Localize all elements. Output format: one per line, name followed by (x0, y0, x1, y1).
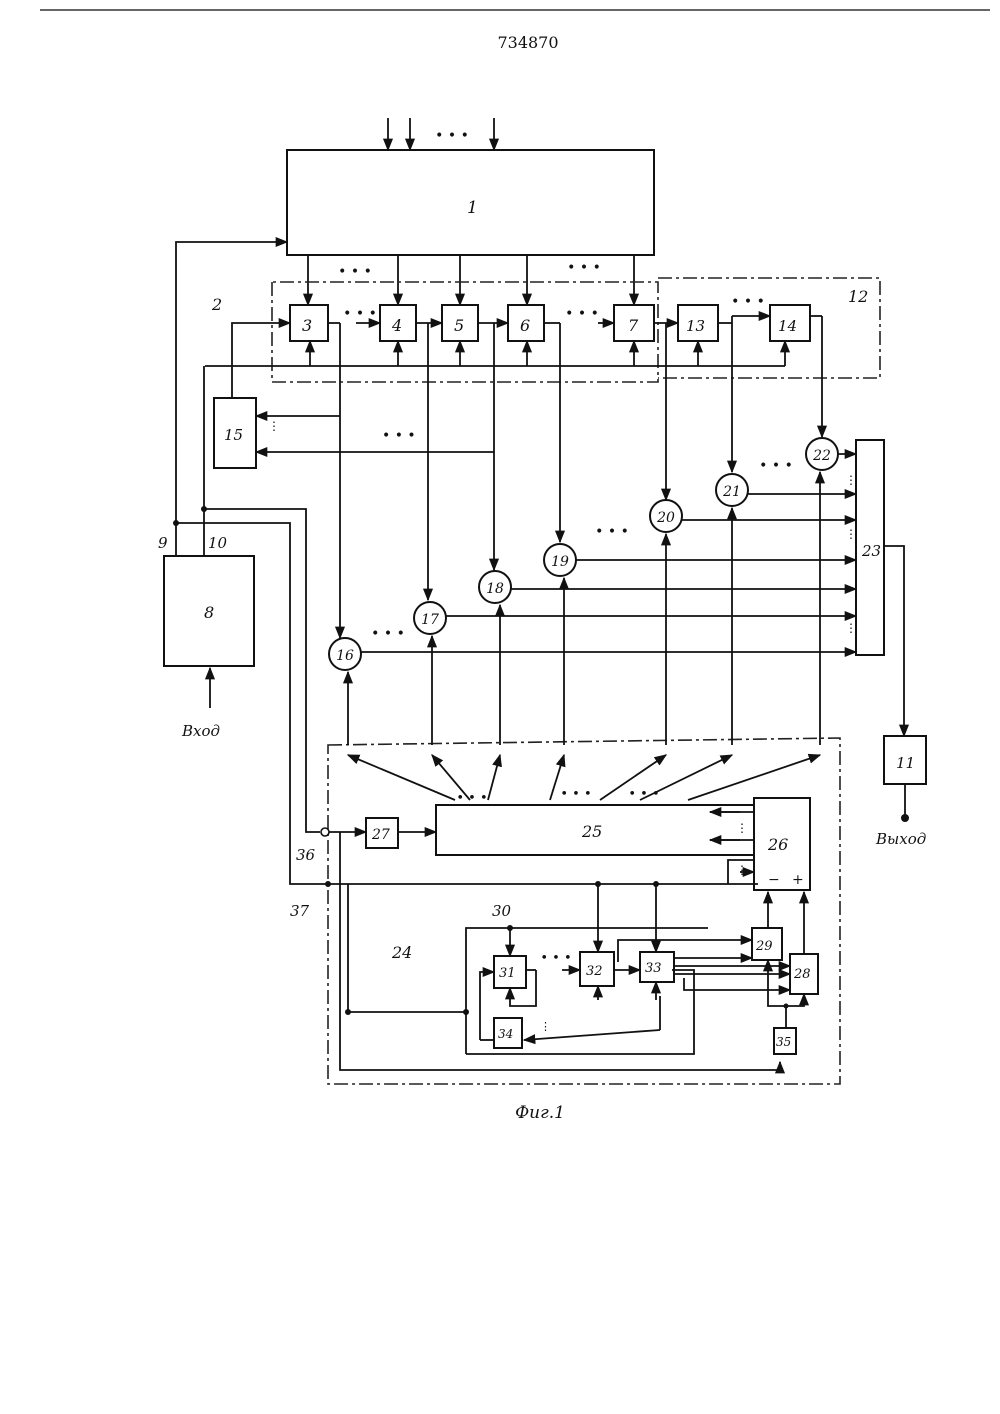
block-1-label: 1 (467, 198, 478, 218)
input-label: Вход (181, 722, 220, 740)
output-terminal (901, 814, 909, 822)
ellipsis-row-a: • • • (343, 306, 377, 322)
label-24: 24 (391, 943, 412, 962)
ellipsis-b23-b: ⋮ (845, 527, 857, 541)
output-label: Выход (875, 830, 926, 848)
ellipsis-top-inputs: • • • (435, 128, 469, 144)
ellipsis-31-32: • • • (540, 951, 571, 966)
circle-19-label: 19 (551, 554, 569, 570)
circle-18-label: 18 (486, 581, 504, 597)
block-6-label: 6 (520, 316, 530, 335)
ellipsis-34-v: ⋮ (540, 1020, 551, 1033)
block-8-label: 8 (204, 603, 214, 622)
circle-20-label: 20 (656, 510, 675, 526)
block-8-outputs (173, 242, 758, 884)
block-15-label: 15 (224, 426, 243, 444)
block-1-outputs: • • • • • • (308, 255, 634, 305)
ellipsis-circles-b: • • • (595, 524, 629, 540)
block-13-label: 13 (686, 317, 705, 335)
block-34-label: 34 (498, 1027, 513, 1041)
ellipsis-b23-c: ⋮ (845, 473, 857, 487)
node-36 (321, 828, 329, 836)
group-24-to-comparators (348, 472, 820, 800)
label-9: 9 (158, 534, 168, 552)
block-27-label: 27 (371, 827, 390, 843)
block-4-label: 4 (391, 316, 402, 335)
ellipsis-b23-a: ⋮ (845, 621, 857, 635)
block-14-label: 14 (778, 317, 797, 335)
block-11-label: 11 (896, 754, 915, 772)
ellipsis-block15-v: ⋮ (268, 419, 280, 433)
block-3-label: 3 (302, 316, 312, 335)
block-32-label: 32 (586, 964, 603, 979)
block-7-label: 7 (628, 316, 639, 335)
sign-plus: + (792, 872, 804, 888)
block-35-label: 35 (776, 1035, 791, 1049)
label-37: 37 (290, 902, 310, 920)
block-28-label: 28 (793, 967, 811, 982)
ellipsis-row-b: • • • (565, 306, 599, 322)
block-29-label: 29 (755, 939, 773, 954)
block-31-label: 31 (499, 966, 516, 981)
ellipsis-block1-a: • • • (338, 264, 372, 280)
block-26-wires: ⋮ ⋮ (710, 812, 754, 884)
ellipsis-circles-c: • • • (759, 458, 793, 474)
block-23-label: 23 (861, 542, 881, 560)
circle-16-label: 16 (336, 648, 354, 664)
doc-number: 734870 (497, 33, 558, 52)
circle-17-label: 17 (421, 612, 439, 628)
block-25-label: 25 (581, 822, 602, 841)
wire-23-to-11 (884, 546, 904, 736)
ellipsis-block1-b: • • • (567, 260, 601, 276)
ellipsis-25-c: • • • (628, 787, 659, 802)
label-12: 12 (848, 287, 868, 306)
comparator-circles: 16 17 18 19 20 21 22 • • • • • • • • • (329, 438, 838, 670)
input-lines-block-1: • • • (388, 118, 494, 150)
ellipsis-circles-a: • • • (371, 626, 405, 642)
block-5-label: 5 (454, 316, 464, 335)
sign-minus: − (768, 872, 780, 888)
block-26-label: 26 (767, 835, 788, 854)
ellipsis-row-c: • • • (731, 294, 765, 310)
node-37 (325, 881, 331, 887)
ellipsis-26-v2: ⋮ (736, 863, 748, 877)
circle-22-label: 22 (812, 448, 831, 464)
ellipsis-26-v: ⋮ (736, 821, 748, 835)
ellipsis-25-a: • • • (456, 791, 487, 806)
label-10: 10 (208, 534, 228, 552)
group-2-outline (272, 282, 658, 382)
label-2: 2 (211, 295, 222, 314)
ellipsis-25-b: • • • (560, 787, 591, 802)
label-30: 30 (492, 902, 512, 920)
figure-caption: Фиг.1 (515, 1103, 565, 1123)
circle-21-label: 21 (722, 484, 741, 500)
block-33-label: 33 (645, 961, 662, 976)
row-clock-line (205, 341, 785, 366)
ellipsis-block15: • • • (382, 428, 416, 444)
label-36: 36 (296, 846, 316, 864)
